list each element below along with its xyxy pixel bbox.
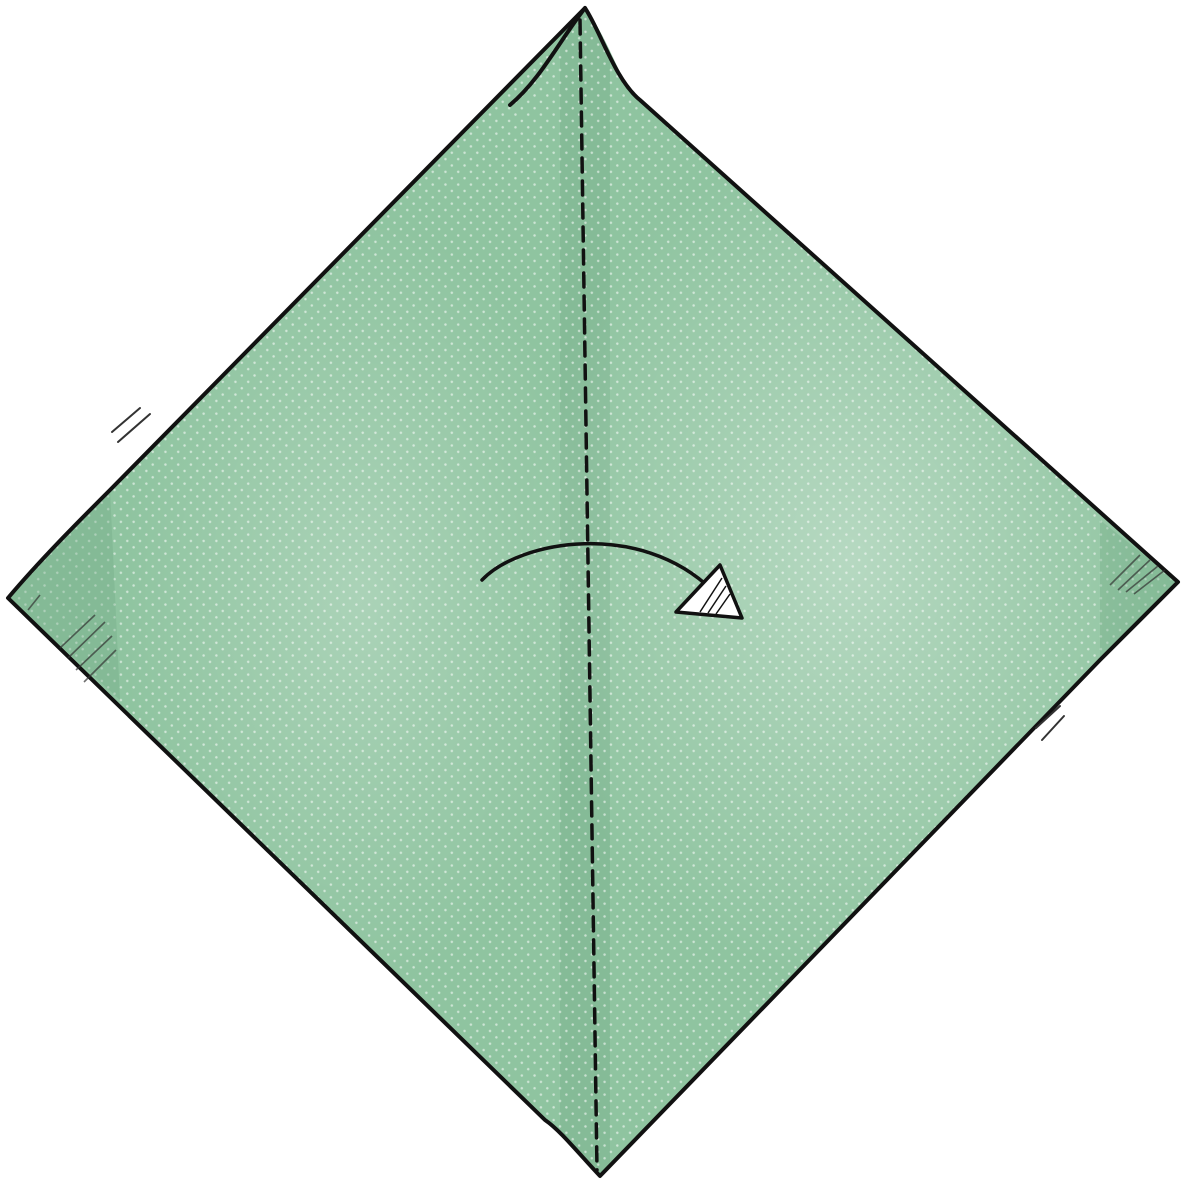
motion-tick-icon: [112, 408, 150, 442]
left-corner-shade: [8, 490, 120, 700]
